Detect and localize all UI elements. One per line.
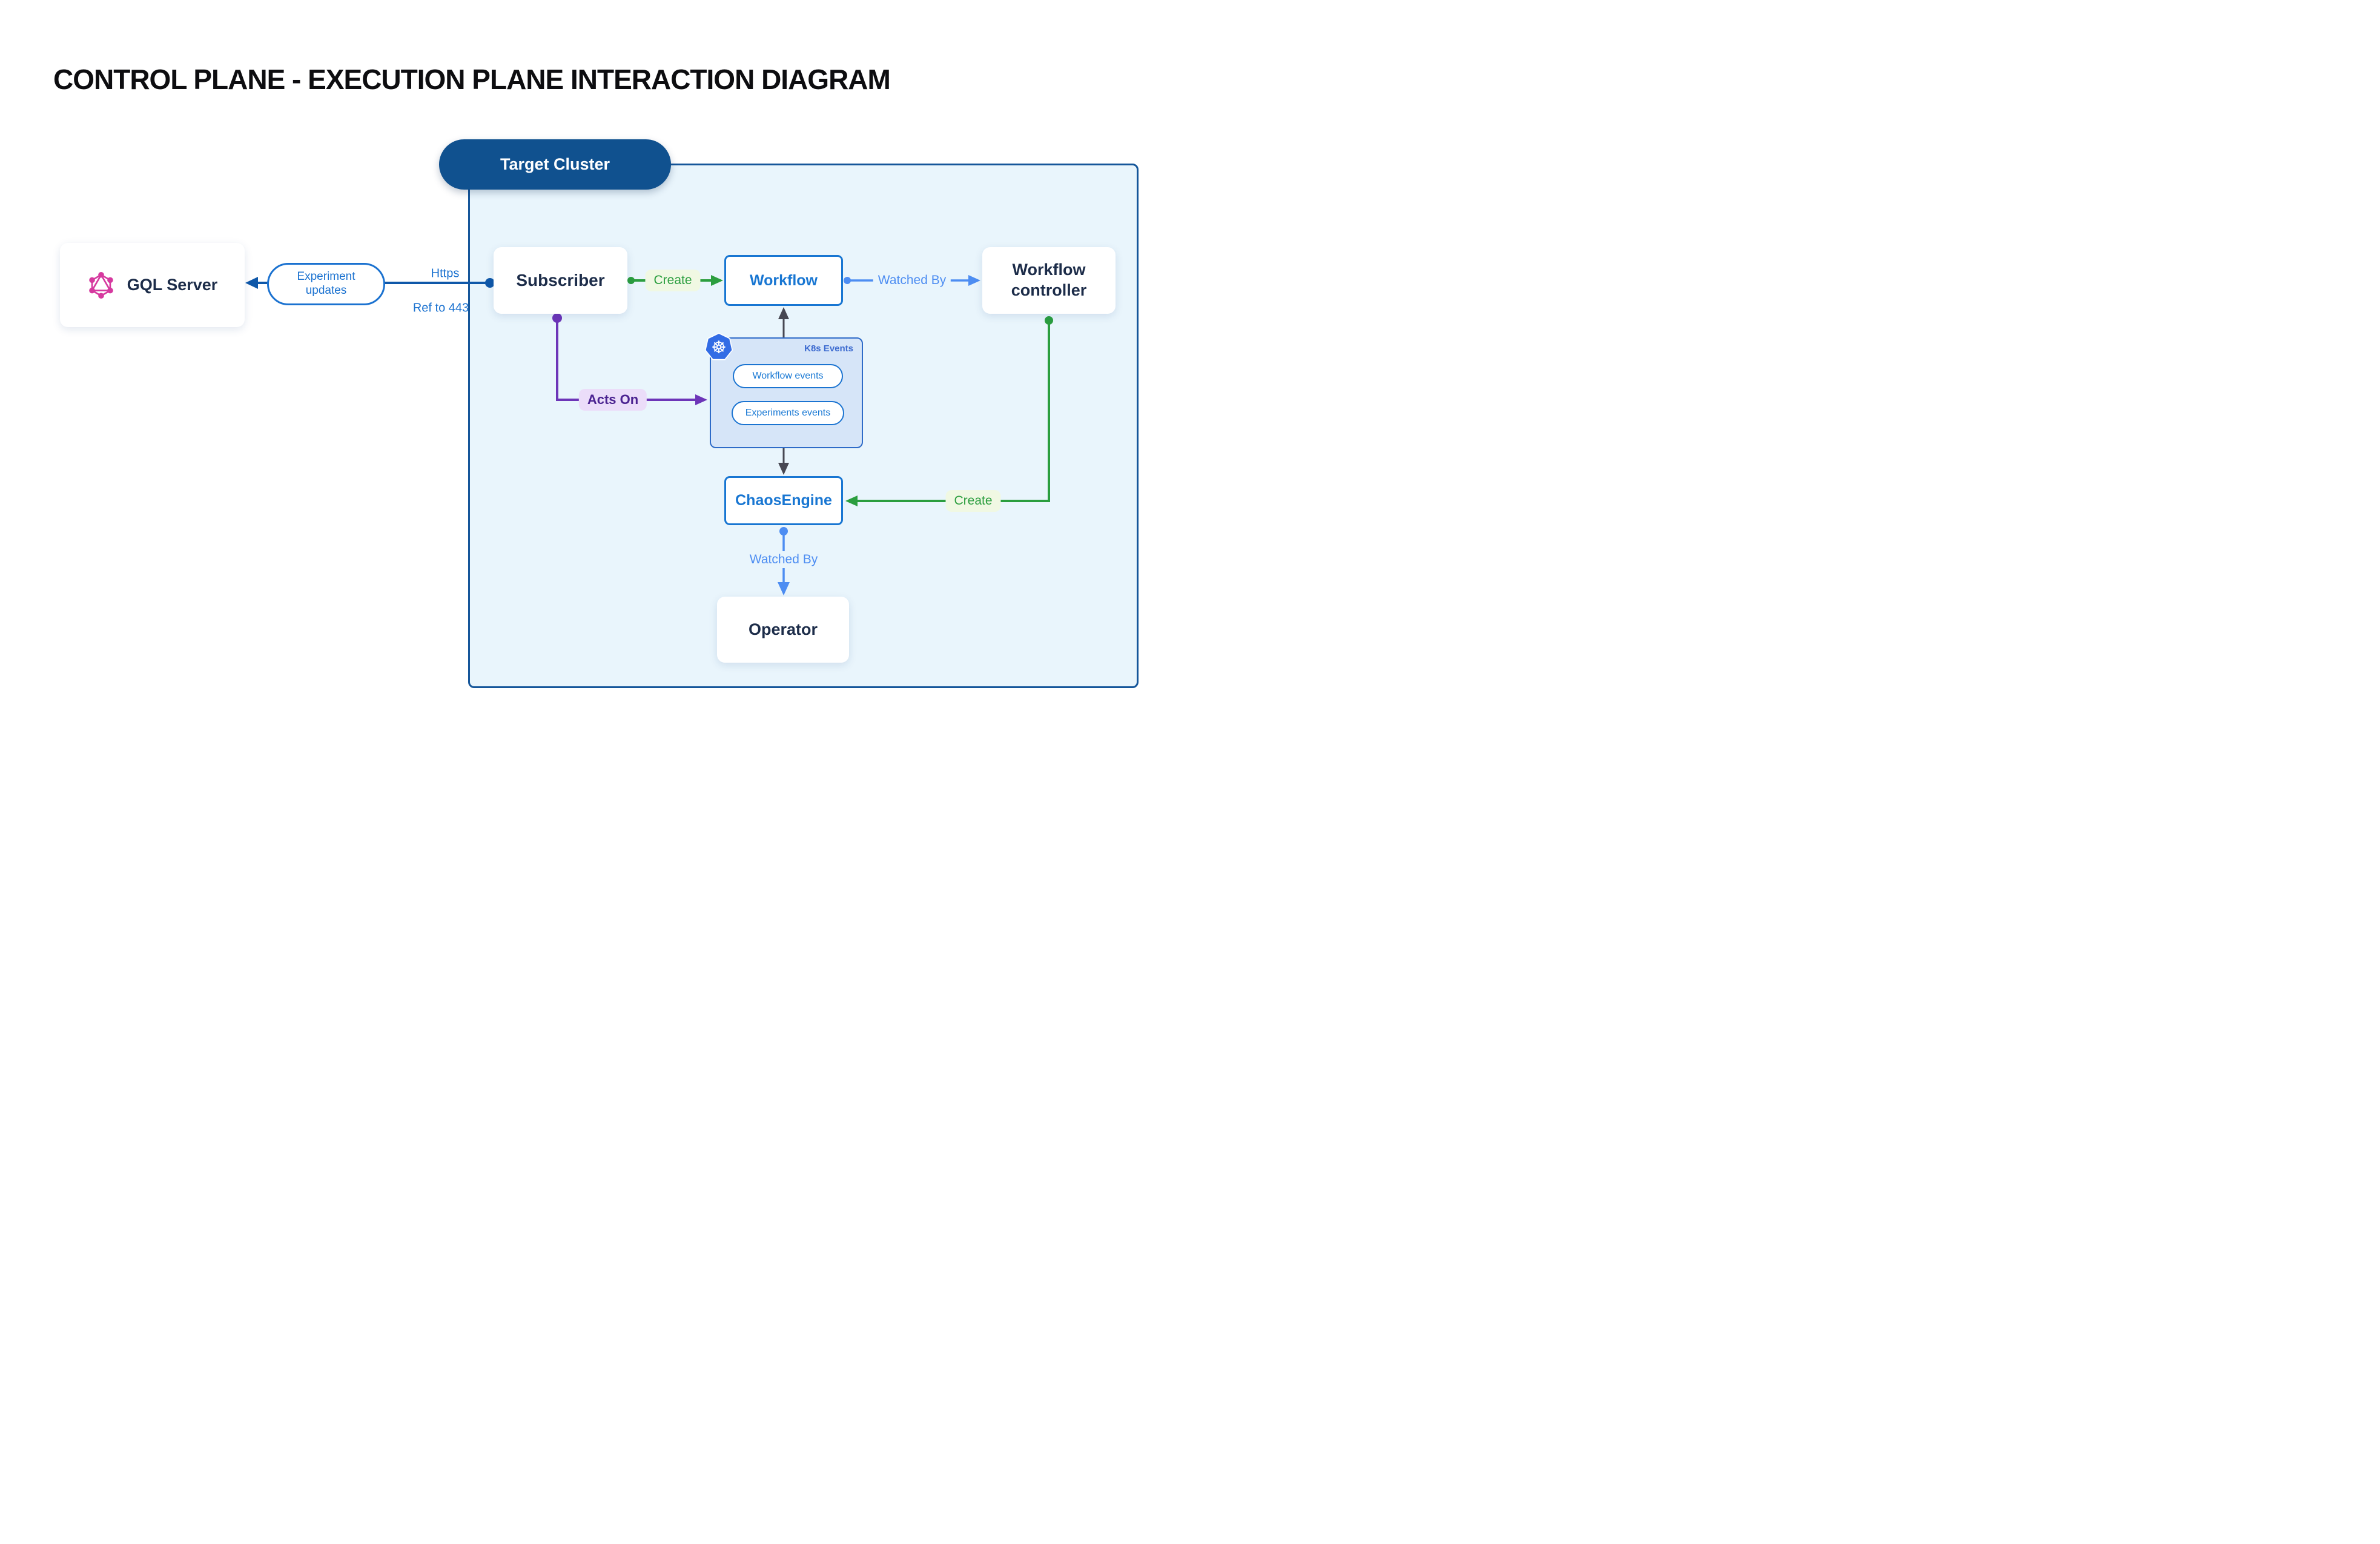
- node-workflow-controller: Workflow controller: [982, 247, 1116, 314]
- page-title: CONTROL PLANE - EXECUTION PLANE INTERACT…: [53, 64, 891, 95]
- node-workflow: Workflow: [724, 255, 843, 306]
- diagram-canvas: CONTROL PLANE - EXECUTION PLANE INTERACT…: [0, 0, 1190, 772]
- node-subscriber-label: Subscriber: [516, 271, 605, 290]
- graphql-icon: [87, 271, 115, 299]
- node-chaosengine-label: ChaosEngine: [735, 492, 832, 509]
- node-gql-server: GQL Server: [60, 243, 245, 327]
- edge-label-create-workflow: Create: [645, 270, 701, 291]
- k8s-events-header: K8s Events: [804, 343, 853, 354]
- node-subscriber: Subscriber: [494, 247, 627, 314]
- edge-label-watched-by-operator: Watched By: [744, 551, 823, 568]
- kubernetes-icon: ☸: [704, 332, 734, 362]
- node-workflow-label: Workflow: [749, 271, 818, 289]
- svg-text:☸: ☸: [711, 337, 726, 357]
- node-chaosengine: ChaosEngine: [724, 476, 843, 525]
- node-workflow-controller-label: Workflow controller: [1011, 260, 1087, 299]
- edge-label-acts-on: Acts On: [578, 389, 647, 411]
- k8s-pill-experiments-events-label: Experiments events: [745, 408, 831, 418]
- node-gql-server-label: GQL Server: [127, 276, 218, 294]
- k8s-events-box: K8s Events Workflow events Experiments e…: [710, 337, 863, 448]
- target-cluster-pill: Target Cluster: [439, 139, 671, 190]
- edge-label-create-chaosengine: Create: [945, 490, 1001, 512]
- k8s-pill-workflow-events: Workflow events: [733, 364, 843, 388]
- edge-label-https: Https: [431, 267, 460, 280]
- edge-label-watched-by-workflow: Watched By: [873, 272, 951, 289]
- edge-label-ref-443: Ref to 443: [412, 301, 469, 315]
- k8s-pill-workflow-events-label: Workflow events: [752, 371, 824, 381]
- k8s-pill-experiments-events: Experiments events: [732, 401, 844, 425]
- edge-label-experiment-updates: Experiment updates: [267, 263, 385, 305]
- node-operator-label: Operator: [748, 620, 818, 638]
- node-operator: Operator: [717, 597, 849, 663]
- experiment-updates-text: Experiment updates: [297, 270, 355, 297]
- target-cluster-label: Target Cluster: [500, 155, 610, 173]
